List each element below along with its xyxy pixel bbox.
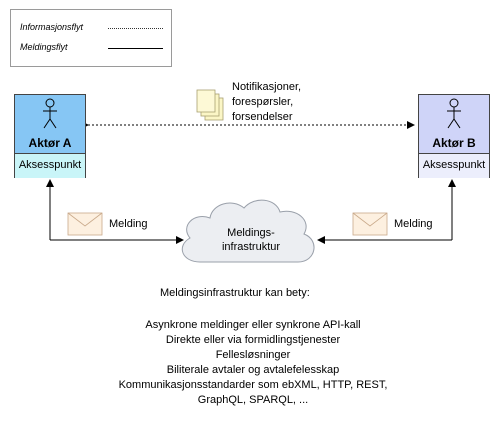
legend-message-flow-label: Meldingsflyt: [20, 42, 68, 52]
actor-b-access-point: Aksesspunkt: [419, 153, 489, 178]
cloud-icon: [181, 199, 315, 263]
information-note-line: forespørsler,: [232, 96, 294, 108]
message-label-right: Melding: [394, 218, 433, 230]
legend-solid-line: [108, 48, 163, 49]
list-item: Kommunikasjonsstandarder som ebXML, HTTP…: [118, 379, 388, 391]
actor-a-access-point: Aksesspunkt: [15, 153, 85, 178]
legend: Informasjonsflyt Meldingsflyt: [10, 9, 172, 67]
list-item: Biliterale avtaler og avtalefelesskap: [166, 364, 340, 376]
actor-a: Aktør A Aksesspunkt: [14, 94, 86, 178]
cloud-label-line1: Meldings-: [227, 227, 275, 239]
envelope-icon: [352, 212, 388, 236]
infrastructure-list: Asynkrone meldinger eller synkrone API-k…: [88, 318, 418, 408]
actor-b-header: Aktør B: [419, 95, 489, 153]
list-item: Fellesløsninger: [215, 349, 291, 361]
actor-a-name: Aktør A: [28, 136, 72, 150]
actor-b: Aktør B Aksesspunkt: [418, 94, 490, 178]
document-stack-icon: [196, 89, 224, 121]
cloud-label: Meldings- infrastruktur: [210, 226, 292, 254]
infrastructure-heading: Meldingsinfrastruktur kan bety:: [160, 287, 310, 299]
list-item: Direkte eller via formidlingstjenester: [165, 334, 341, 346]
actor-figure-icon: [43, 98, 57, 129]
information-note-line: Notifikasjoner,: [232, 81, 302, 93]
information-note-line: forsendelser: [232, 111, 293, 123]
actor-a-header: Aktør A: [15, 95, 85, 153]
cloud-label-line2: infrastruktur: [221, 241, 281, 253]
legend-information-flow-label: Informasjonsflyt: [20, 22, 84, 32]
list-item: GraphQL, SPARQL, ...: [197, 394, 309, 406]
actor-figure-icon: [447, 98, 461, 129]
list-item: Asynkrone meldinger eller synkrone API-k…: [145, 319, 361, 331]
envelope-icon: [67, 212, 103, 236]
actor-b-name: Aktør B: [432, 136, 476, 150]
information-note: Notifikasjoner, forespørsler, forsendels…: [232, 80, 301, 125]
legend-dotted-line: [108, 28, 163, 29]
message-label-left: Melding: [109, 218, 148, 230]
